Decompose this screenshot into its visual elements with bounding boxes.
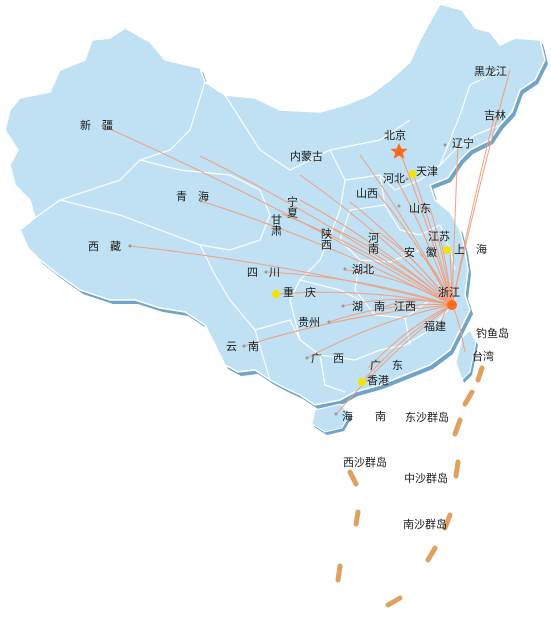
label-hunan: 湖 南 [352, 300, 385, 313]
label-guizhou: 贵州 [298, 316, 320, 329]
route-line [397, 181, 453, 306]
label-jilin: 吉林 [484, 108, 506, 122]
route-line [306, 304, 453, 359]
label-heilongjiang: 黑龙江 [474, 65, 507, 78]
boundary-dash [452, 417, 463, 437]
route-line [383, 299, 453, 308]
boundary-dash [385, 595, 403, 608]
label-zhejiang: 浙江 [438, 286, 460, 299]
route-line [361, 304, 453, 383]
tianjin-dot-icon [409, 170, 417, 178]
land-mass [4, 3, 546, 435]
label-jiangsu: 江苏 [428, 230, 450, 243]
label-beijing: 北京 [384, 128, 406, 142]
label-gansu: 甘肃 [270, 214, 283, 237]
boundary-dash [353, 509, 361, 527]
label-chongqing: 重 庆 [283, 285, 316, 299]
route-line [419, 253, 453, 306]
boundary-dash [347, 469, 359, 487]
label-ningxia: 宁夏 [286, 195, 299, 218]
route-lines [102, 69, 511, 415]
province-borders [34, 69, 501, 393]
hub-dot-icon [447, 300, 457, 310]
boundary-dash [442, 512, 453, 531]
label-xianggang: 香港 [367, 374, 389, 387]
label-shanghai: 上 海 [454, 242, 487, 256]
boundary-dash [462, 389, 475, 407]
label-shanxi: 山西 [356, 187, 378, 200]
route-line [367, 304, 453, 369]
route-line [429, 207, 453, 306]
boundary-dash [475, 365, 485, 383]
route-line [451, 143, 459, 306]
route-line [377, 193, 453, 306]
label-guangdong: 广 东 [370, 359, 403, 372]
route-line [299, 174, 453, 306]
label-xizang: 西 藏 [88, 240, 121, 253]
leader-dots [101, 68, 496, 416]
route-line [449, 249, 453, 306]
label-taiwan: 台湾 [472, 349, 494, 363]
route-line [349, 201, 453, 306]
label-yunnan: 云 南 [226, 340, 259, 353]
route-line [345, 269, 453, 306]
label-henan: 河南 [367, 232, 380, 254]
label-qinghai: 青 海 [176, 189, 209, 203]
label-dongsha: 东沙群岛 [405, 410, 449, 424]
label-sichuan: 四 川 [247, 266, 280, 279]
label-guangxi: 广 西 [311, 352, 344, 365]
route-line [412, 173, 453, 306]
label-neimenggu: 内蒙古 [290, 149, 323, 163]
label-liaoning: 辽宁 [452, 136, 474, 150]
shanghai-dot-icon [443, 246, 451, 254]
label-diaoyudao: 钓鱼岛 [476, 326, 509, 340]
route-line [335, 304, 453, 415]
label-shaanxi: 陕西 [320, 227, 333, 250]
label-zhongsha: 中沙群岛 [404, 471, 448, 485]
region-labels: 黑龙江 吉林 辽宁 新 疆 内蒙古 北京 天津 河北 山西 山东 青 海 宁夏 … [80, 65, 509, 531]
label-hainan: 海 南 [342, 409, 386, 423]
route-line [331, 227, 453, 306]
route-line [328, 304, 453, 323]
route-line [199, 155, 453, 306]
route-line [451, 114, 496, 306]
label-shandong: 山东 [409, 202, 431, 215]
route-line [129, 245, 453, 306]
route-line [439, 237, 453, 306]
label-xinjiang: 新 疆 [80, 118, 113, 132]
route-line [243, 304, 453, 347]
label-hebei: 河北 [383, 172, 405, 185]
label-hubei: 湖北 [352, 263, 374, 276]
label-nansha: 南沙群岛 [403, 517, 447, 531]
sea-boundary-line [335, 365, 485, 608]
boundary-dash [425, 545, 438, 563]
chongqing-dot-icon [272, 290, 280, 298]
boundary-dash [335, 563, 343, 583]
xianggang-dot-icon [358, 378, 366, 386]
route-line [102, 125, 453, 306]
route-line [342, 299, 453, 307]
markers [272, 143, 457, 386]
route-line [265, 271, 453, 306]
route-line [451, 69, 511, 306]
route-line [398, 149, 453, 306]
label-xisha: 西沙群岛 [343, 455, 387, 469]
label-tianjin: 天津 [416, 165, 438, 178]
boundary-dash [453, 459, 461, 479]
label-fujian: 福建 [424, 319, 446, 333]
label-jiangxi: 江西 [394, 300, 416, 313]
star-icon [390, 143, 408, 159]
label-anhui: 安 徽 [404, 245, 437, 259]
